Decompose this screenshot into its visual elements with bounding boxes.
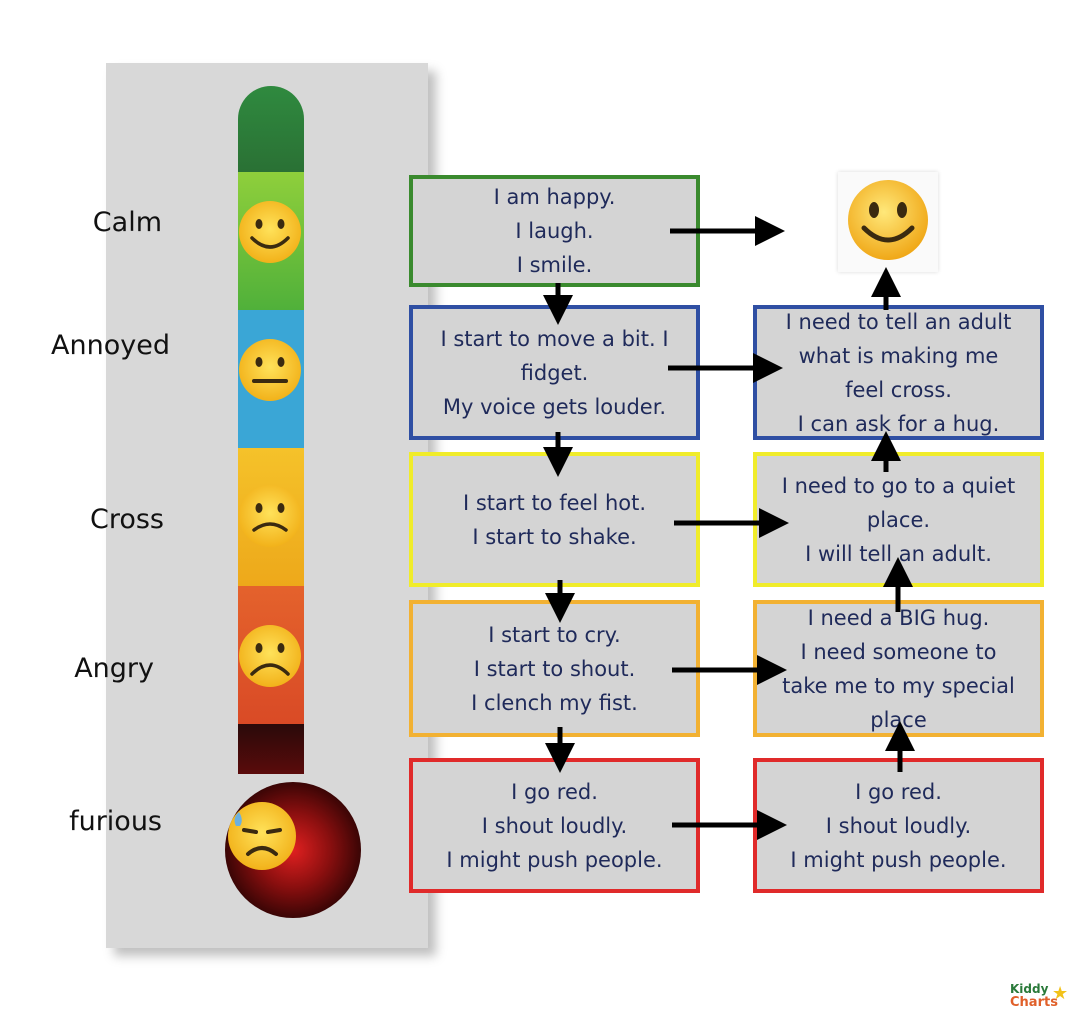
smiley-face-icon [239, 201, 301, 263]
feeling-box-cross: I start to feel hot. I start to shake. [409, 452, 700, 587]
action-box-angry: I need a BIG hug. I need someone to take… [753, 600, 1044, 737]
level-label-furious: furious [69, 806, 162, 837]
action-text-cross: I need to go to a quiet place. I will te… [781, 473, 1016, 566]
thermometer-neck [238, 724, 304, 774]
level-label-annoyed: Annoyed [51, 330, 170, 361]
star-icon: ★ [1052, 983, 1069, 1004]
feeling-text-annoyed: I start to move a bit. I fidget. My voic… [440, 326, 669, 419]
neutral-face-icon [239, 339, 301, 401]
sweat-face-icon [228, 802, 296, 870]
feeling-text-angry: I start to cry. I start to shout. I clen… [471, 622, 638, 715]
feeling-box-calm: I am happy. I laugh. I smile. [409, 175, 700, 287]
feeling-text-cross: I start to feel hot. I start to shake. [462, 490, 647, 549]
level-label-calm: Calm [92, 207, 162, 238]
action-box-cross: I need to go to a quiet place. I will te… [753, 452, 1044, 587]
action-box-annoyed: I need to tell an adult what is making m… [753, 305, 1044, 440]
action-text-furious: I go red. I shout loudly. I might push p… [790, 779, 1007, 872]
goal-smiley-icon [848, 180, 928, 260]
feeling-box-annoyed: I start to move a bit. I fidget. My voic… [409, 305, 700, 440]
level-label-angry: Angry [74, 653, 154, 684]
action-text-angry: I need a BIG hug. I need someone to take… [782, 605, 1015, 732]
feeling-text-calm: I am happy. I laugh. I smile. [493, 185, 616, 277]
action-box-furious: I go red. I shout loudly. I might push p… [753, 758, 1044, 893]
feeling-box-angry: I start to cry. I start to shout. I clen… [409, 600, 700, 737]
kiddy-charts-logo: Kiddy Charts ★ [1010, 983, 1072, 1019]
goal-smiley-card [838, 172, 938, 272]
level-label-cross: Cross [89, 504, 164, 535]
sad-face-icon [239, 625, 301, 687]
feeling-text-furious: I go red. I shout loudly. I might push p… [446, 779, 663, 872]
logo-line-2: Charts [1010, 995, 1058, 1010]
logo-line-1: Kiddy [1010, 982, 1049, 996]
feeling-box-furious: I go red. I shout loudly. I might push p… [409, 758, 700, 893]
frown-face-icon [239, 485, 301, 547]
action-text-annoyed: I need to tell an adult what is making m… [785, 309, 1012, 436]
thermometer-top [238, 86, 304, 174]
